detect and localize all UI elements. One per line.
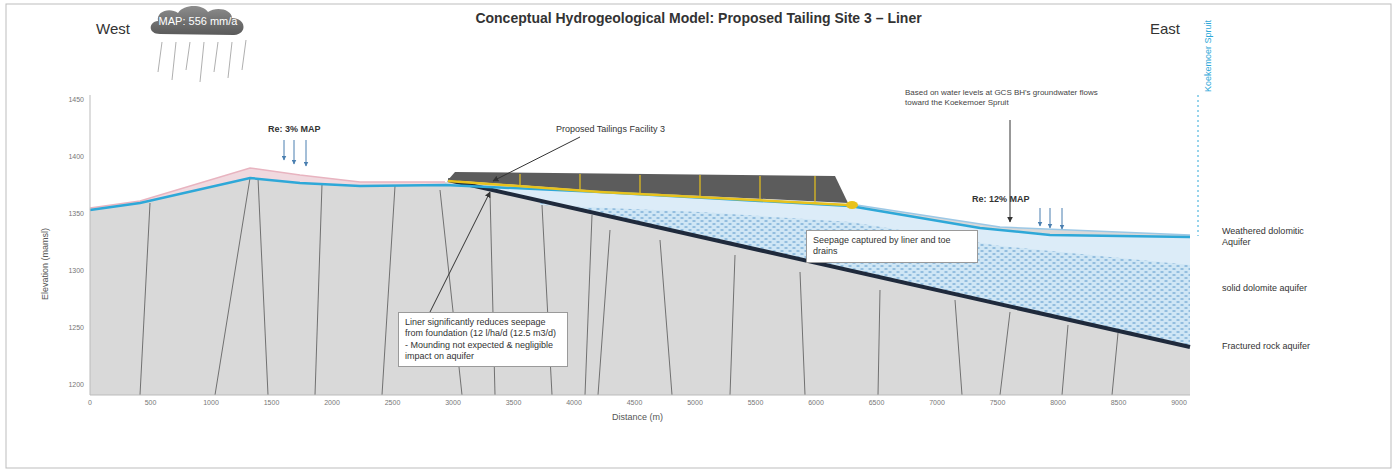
annotation: Elevation (mamsl) (40, 228, 51, 300)
y-axis (90, 95, 91, 395)
annotation: Distance (m) (612, 412, 663, 423)
axis-tick: 8500 (1099, 399, 1139, 407)
river-marker (1198, 95, 1199, 236)
annotation: Koekemoer Spruit (1203, 20, 1214, 92)
axis-tick: 500 (131, 399, 171, 407)
toe-drain (846, 201, 858, 209)
recharge-arrows (284, 140, 1062, 229)
leader-line (430, 192, 490, 312)
annotation: Re: 3% MAP (268, 124, 321, 135)
rain (158, 40, 246, 82)
axis-tick: 6000 (796, 399, 836, 407)
annotation: Weathered dolomitic Aquifer (1222, 226, 1322, 248)
callout-text: Liner significantly reduces seepage from… (405, 317, 561, 362)
rock-body (90, 168, 1190, 395)
axis-tick: 6500 (857, 399, 897, 407)
frame (6, 4, 1391, 468)
annotation: Based on water levels at GCS BH's ground… (905, 88, 1105, 107)
annotation: solid dolomite aquifer (1222, 283, 1307, 294)
axis-tick: 1400 (56, 153, 84, 161)
fractures (140, 178, 1118, 395)
axis-tick: 5000 (675, 399, 715, 407)
axis-tick: 5500 (736, 399, 776, 407)
annotation: Fractured rock aquifer (1222, 341, 1310, 352)
liner (448, 181, 848, 205)
callout-box: Liner significantly reduces seepage from… (398, 312, 568, 367)
leader-line (1010, 120, 1011, 222)
axis-tick: 4000 (554, 399, 594, 407)
annotation: Proposed Tailings Facility 3 (556, 124, 665, 135)
callout-text: Seepage captured by liner and toe drains (813, 235, 971, 258)
axis-tick: 1000 (191, 399, 231, 407)
annotation: West (96, 20, 130, 38)
annotation: East (1150, 20, 1180, 38)
axis-tick: 1450 (56, 96, 84, 104)
axis-tick: 4500 (615, 399, 655, 407)
axis-tick: 0 (70, 399, 110, 407)
axis-tick: 1250 (56, 324, 84, 332)
axis-tick: 7000 (917, 399, 957, 407)
x-axis (90, 395, 1190, 396)
axis-tick: 1300 (56, 267, 84, 275)
callout-box: Seepage captured by liner and toe drains (806, 230, 978, 263)
tailings-facility (448, 172, 848, 203)
axis-tick: 9000 (1159, 399, 1199, 407)
drains (520, 174, 815, 203)
rainfall-label: MAP: 556 mm/a (159, 15, 238, 29)
axis-tick: 2500 (373, 399, 413, 407)
annotation: Re: 12% MAP (972, 194, 1030, 205)
axis-tick: 7500 (978, 399, 1018, 407)
axis-tick: 1500 (252, 399, 292, 407)
axis-tick: 1200 (56, 381, 84, 389)
axis-tick: 1350 (56, 210, 84, 218)
axis-tick: 2000 (312, 399, 352, 407)
leader-line (493, 137, 580, 181)
axis-tick: 8000 (1038, 399, 1078, 407)
rain-cloud: MAP: 556 mm/a (146, 4, 250, 40)
axis-tick: 3500 (494, 399, 534, 407)
axis-tick: 3000 (433, 399, 473, 407)
